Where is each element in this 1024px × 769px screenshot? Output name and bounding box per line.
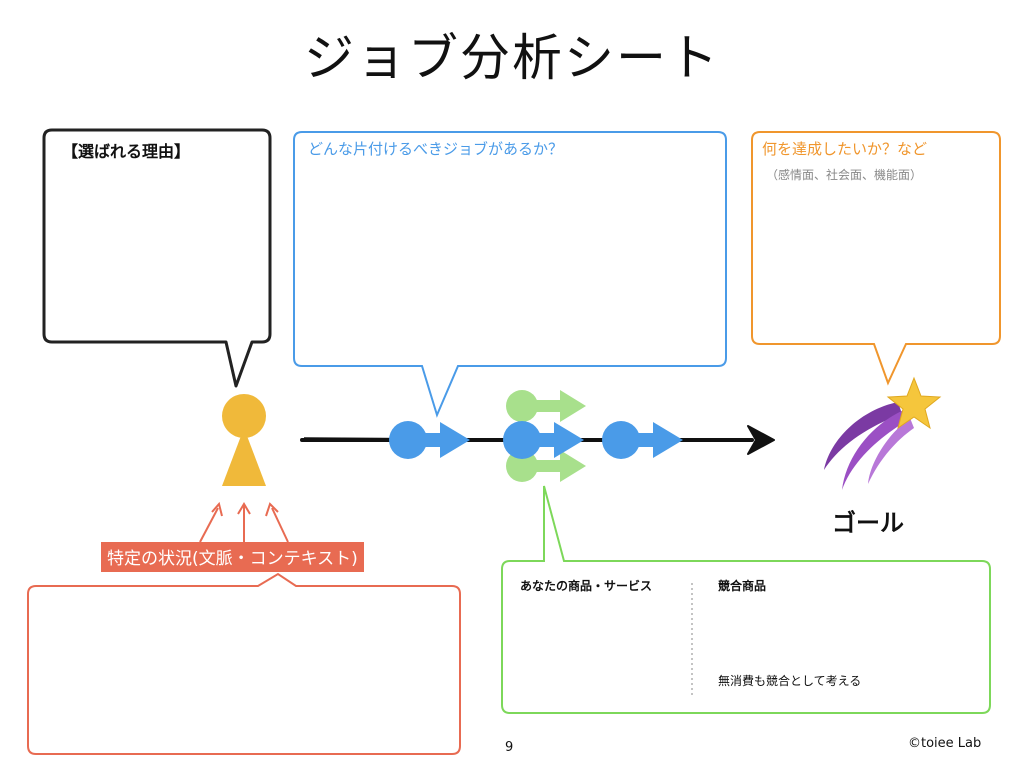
goal-question-sublabel: （感情面、社会面、機能面） bbox=[766, 168, 923, 182]
context-label: 特定の状況(文脈・コンテキスト) bbox=[101, 542, 364, 572]
timeline-arrowhead bbox=[747, 425, 775, 455]
job-step-1 bbox=[389, 421, 470, 459]
job-step-3 bbox=[602, 421, 683, 459]
reasons-label: 【選ばれる理由】 bbox=[62, 142, 191, 161]
shooting-star-icon bbox=[824, 376, 942, 490]
goal-question-label: 何を達成したいか？など bbox=[762, 140, 928, 158]
person-body bbox=[222, 428, 266, 486]
nonconsumption-note: 無消費も競合として考える bbox=[718, 674, 862, 688]
jobs-label: どんな片付けるべきジョブがあるか？ bbox=[308, 140, 564, 158]
goal-caption: ゴール bbox=[832, 509, 904, 537]
context-arrows bbox=[199, 501, 289, 543]
page-number: 9 bbox=[505, 740, 514, 755]
alt-job-step-top bbox=[506, 390, 586, 422]
job-step-2 bbox=[503, 421, 584, 459]
competitors-label: 競合商品 bbox=[718, 579, 767, 593]
page-title: ジョブ分析シート bbox=[304, 29, 720, 87]
context-box[interactable] bbox=[27, 572, 461, 755]
copyright-notice: ©toiee Lab bbox=[908, 736, 982, 751]
person-head bbox=[222, 394, 266, 438]
products-label: あなたの商品・サービス bbox=[520, 579, 653, 593]
goal-speech-bubble[interactable] bbox=[751, 131, 1001, 386]
competition-box[interactable] bbox=[501, 485, 991, 714]
jobs-speech-bubble[interactable] bbox=[293, 131, 727, 418]
reasons-speech-bubble[interactable] bbox=[42, 128, 272, 388]
alt-job-step-bottom bbox=[506, 450, 586, 482]
